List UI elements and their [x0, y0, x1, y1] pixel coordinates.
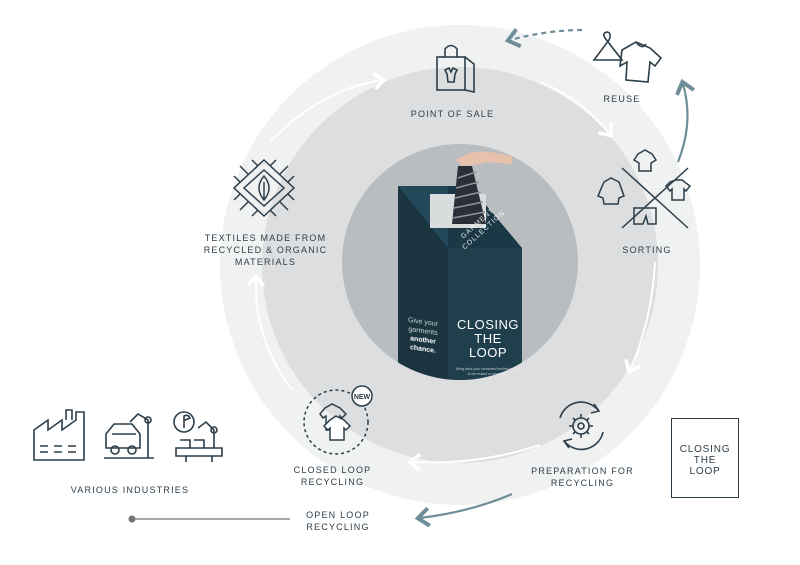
bin-title-line-1: CLOSING: [456, 317, 519, 332]
garment-stripes: [452, 171, 486, 219]
label-closed-loop: CLOSED LOOP RECYCLING: [280, 464, 385, 488]
label-closed-loop-line-2: RECYCLING: [300, 477, 365, 487]
closed-loop-garments-icon: [303, 385, 373, 455]
label-textiles: TEXTILES MADE FROM RECYCLED & ORGANIC MA…: [198, 232, 333, 268]
plant-robot-icon: [173, 411, 223, 462]
label-reuse: REUSE: [603, 94, 641, 104]
label-textiles-line-1: TEXTILES MADE FROM: [204, 233, 327, 243]
label-open-loop-line-2: RECYCLING: [306, 522, 370, 532]
shopping-bag-icon: [436, 44, 475, 93]
bin-front: [448, 248, 522, 380]
label-open-loop: OPEN LOOP RECYCLING: [288, 509, 388, 533]
label-point-of-sale: POINT OF SALE: [410, 109, 495, 119]
label-textiles-line-3: MATERIALS: [234, 257, 297, 267]
new-badge: NEW: [354, 394, 371, 401]
car-robot-icon: [104, 412, 154, 459]
label-textiles-line-2: RECYCLED & ORGANIC: [203, 245, 328, 255]
loop-arrow-bottom: [407, 444, 541, 472]
collection-bin-photo: [398, 151, 522, 380]
sorting-garments-icon: [597, 149, 692, 229]
leaf-textile-icon: [232, 158, 296, 218]
loop-arrow-right: [624, 261, 656, 375]
bin-side: [398, 186, 448, 380]
return-arrow-dashed: [504, 28, 583, 49]
loop-arrow-top-right: [539, 81, 614, 138]
bin-title-line-2: THE: [474, 331, 502, 346]
label-closed-loop-line-1: CLOSED LOOP: [293, 465, 372, 475]
bin-title: CLOSING THE LOOP: [452, 318, 524, 360]
clothes-hanger-icon: [592, 31, 663, 83]
label-sorting: SORTING: [622, 245, 672, 255]
loop-arrow-top: [269, 71, 387, 143]
open-loop-dot: [128, 515, 136, 523]
gear-cycle-icon: [559, 401, 604, 451]
label-various-industries: VARIOUS INDUSTRIES: [70, 485, 190, 495]
label-preparation: PREPARATION FOR RECYCLING: [525, 465, 640, 489]
loop-arrow-left: [246, 273, 293, 391]
label-preparation-line-2: RECYCLING: [550, 478, 615, 488]
bin-fine-print-line-2: to be reused or recycled.: [467, 372, 507, 376]
open-loop-arrow: [414, 492, 513, 528]
bin-tagline: Give your garments another chance.: [398, 314, 448, 357]
bin-title-line-3: LOOP: [468, 345, 508, 360]
reuse-arrow: [675, 78, 696, 163]
label-preparation-line-1: PREPARATION FOR: [531, 466, 634, 476]
bin-fine-print-line-1: Bring back your unwanted textiles to us,: [456, 367, 518, 371]
label-open-loop-line-1: OPEN LOOP: [306, 510, 370, 520]
hand: [456, 151, 512, 166]
logo-line-3: LOOP: [689, 466, 721, 477]
closing-the-loop-logo: CLOSING THE LOOP: [671, 418, 739, 498]
logo-line-2: THE: [693, 455, 717, 466]
logo-line-1: CLOSING: [679, 444, 731, 455]
bin-fine-print: Bring back your unwanted textiles to us,…: [452, 367, 522, 377]
factory-icon: [33, 409, 85, 461]
